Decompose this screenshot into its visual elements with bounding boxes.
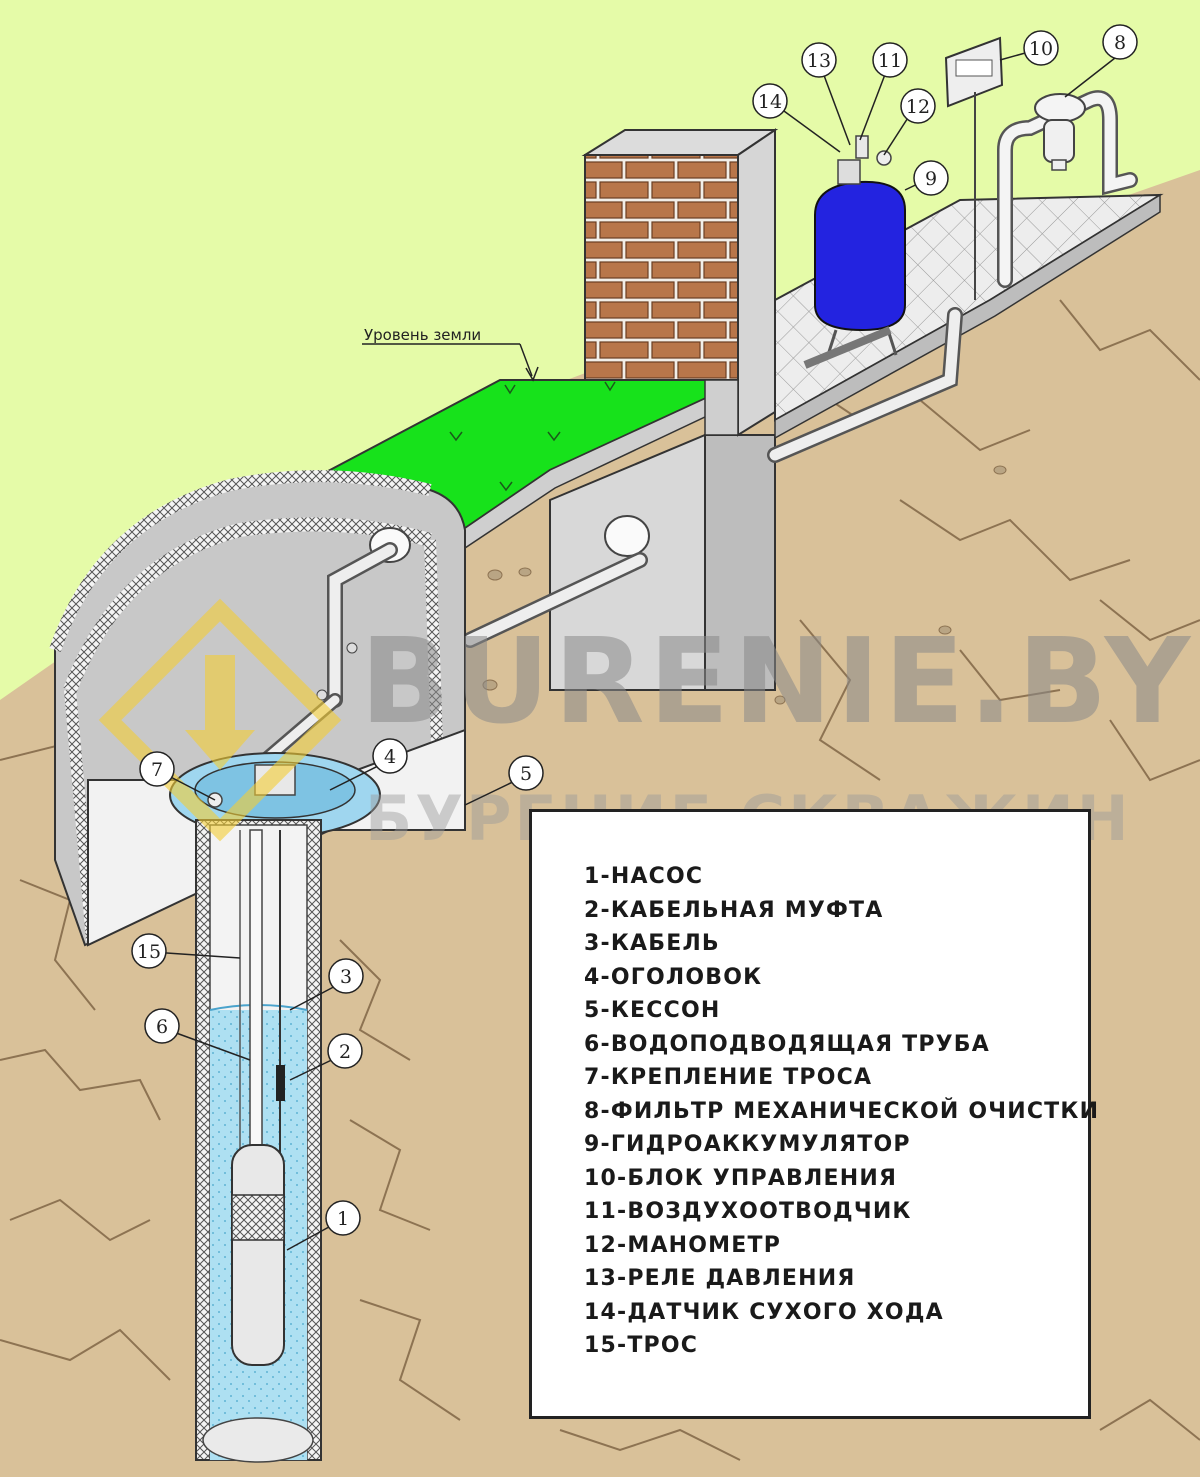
legend-item-2: 2-КАБЕЛЬНАЯ МУФТА <box>584 897 884 923</box>
legend-item-9: 9-ГИДРОАККУМУЛЯТОР <box>584 1132 911 1157</box>
watermark-title: BURENIE.BY <box>360 612 1194 750</box>
svg-text:14: 14 <box>758 91 782 113</box>
watermark-logo <box>98 598 342 842</box>
callout-9: 9 <box>913 160 949 196</box>
svg-text:15: 15 <box>137 941 161 963</box>
legend-item-6: 6-ВОДОПОДВОДЯЩАЯ ТРУБА <box>584 1031 990 1057</box>
callout-14: 14 <box>752 83 788 119</box>
callout-15: 15 <box>131 933 167 969</box>
svg-text:2: 2 <box>339 1041 351 1063</box>
svg-text:1: 1 <box>337 1208 349 1230</box>
callout-13: 13 <box>801 42 837 78</box>
legend-item-11: 11-ВОЗДУХООТВОДЧИК <box>584 1199 912 1224</box>
legend-item-10: 10-БЛОК УПРАВЛЕНИЯ <box>584 1165 898 1191</box>
callout-12: 12 <box>900 88 936 124</box>
trench-box-front <box>704 434 776 691</box>
svg-text:5: 5 <box>520 763 532 785</box>
callout-1: 1 <box>325 1200 361 1236</box>
callout-6: 6 <box>144 1008 180 1044</box>
well-casing <box>195 819 322 1463</box>
legend-item-7: 7-КРЕПЛЕНИЕ ТРОСА <box>584 1065 873 1090</box>
svg-text:12: 12 <box>906 96 930 118</box>
callout-3: 3 <box>328 958 364 994</box>
svg-text:11: 11 <box>878 50 902 72</box>
legend-item-12: 12-МАНОМЕТР <box>584 1232 782 1258</box>
legend-item-13: 13-РЕЛЕ ДАВЛЕНИЯ <box>584 1266 856 1291</box>
brick-wall <box>581 128 779 437</box>
svg-text:9: 9 <box>925 168 937 190</box>
supply-pipe <box>322 307 963 738</box>
svg-text:3: 3 <box>340 966 352 988</box>
legend-item-4: 4-ОГОЛОВОК <box>584 964 763 990</box>
legend-panel: 1-НАСОС 2-КАБЕЛЬНАЯ МУФТА 3-КАБЕЛЬ 4-ОГО… <box>529 809 1100 1419</box>
legend-item-5: 5-КЕССОН <box>584 998 721 1023</box>
svg-text:10: 10 <box>1029 38 1053 60</box>
caisson-pipes <box>258 542 398 767</box>
svg-text:7: 7 <box>151 759 163 781</box>
trench-opening <box>604 515 650 557</box>
control-unit <box>944 36 1004 300</box>
svg-text:4: 4 <box>384 746 396 768</box>
pressure-tank <box>803 135 906 369</box>
legend-item-3: 3-КАБЕЛЬ <box>584 931 720 956</box>
callout-2: 2 <box>327 1033 363 1069</box>
callout-7: 7 <box>139 751 175 787</box>
svg-text:6: 6 <box>156 1016 168 1038</box>
svg-text:8: 8 <box>1114 32 1126 54</box>
tiled-floor-edge <box>774 193 1161 440</box>
callout-8: 8 <box>1102 24 1138 60</box>
filter-assembly <box>997 90 1138 288</box>
svg-text:13: 13 <box>807 50 831 72</box>
ground-level-marker: Уровень земли <box>362 326 539 382</box>
callouts: 1 2 3 4 5 6 7 8 9 10 11 12 13 14 15 <box>131 24 1138 1236</box>
legend-item-14: 14-ДАТЧИК СУХОГО ХОДА <box>584 1299 944 1325</box>
legend-item-8: 8-ФИЛЬТР МЕХАНИЧЕСКОЙ ОЧИСТКИ <box>584 1098 1100 1124</box>
callout-10: 10 <box>1023 30 1059 66</box>
soil-pebbles <box>482 465 1007 705</box>
legend-item-1: 1-НАСОС <box>584 864 704 889</box>
callout-11: 11 <box>872 42 908 78</box>
callout-5: 5 <box>508 755 544 791</box>
ground-level-label: Уровень земли <box>364 326 481 344</box>
callout-4: 4 <box>372 738 408 774</box>
legend-item-15: 15-ТРОС <box>584 1333 699 1358</box>
